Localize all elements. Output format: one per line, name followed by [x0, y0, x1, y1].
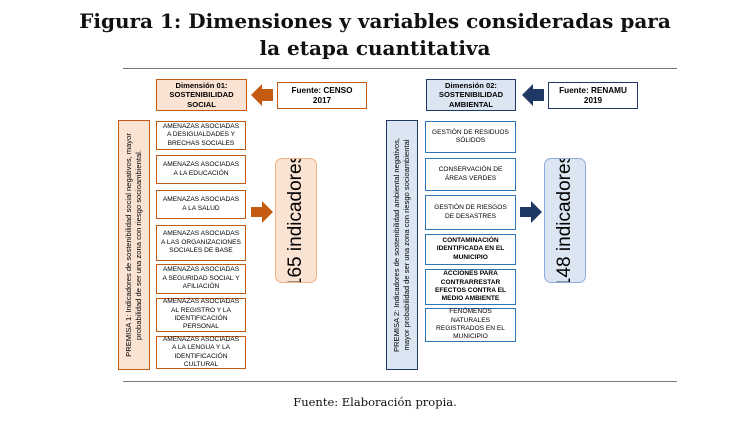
dimension-01-name-line-1: SOSTENIBILIDAD	[169, 90, 234, 100]
environmental-variable-box: FENÓMENOS NATURALES REGISTRADOS EN EL MU…	[425, 308, 516, 342]
social-variable-box: AMENAZAS ASOCIADAS AL REGISTRO Y LA IDEN…	[156, 298, 246, 332]
social-variable-box: AMENAZAS ASOCIADAS A LAS ORGANIZACIONES …	[156, 225, 246, 261]
dimension-01-box: Dimensión 01: SOSTENIBILIDAD SOCIAL	[156, 79, 247, 111]
environmental-variable-box: CONSERVACIÓN DE ÁREAS VERDES	[425, 158, 516, 191]
environmental-variable-label: GESTIÓN DE RIESGOS DE DESASTRES	[434, 204, 507, 220]
right-arrow-icon	[251, 201, 273, 223]
indicator-count-social: 165 indicadores	[275, 158, 317, 283]
left-arrow-icon	[522, 84, 544, 106]
figure-title-line-1: Figura 1: Dimensiones y variables consid…	[79, 9, 671, 33]
left-arrow-icon	[251, 84, 273, 106]
indicator-count-social-label: 165 indicadores	[285, 158, 306, 283]
social-variable-box: AMENAZAS ASOCIADAS A SEGURIDAD SOCIAL Y …	[156, 264, 246, 294]
social-variable-label: AMENAZAS ASOCIADAS A LA EDUCACIÓN	[162, 161, 240, 177]
environmental-variable-box: GESTIÓN DE RESIDUOS SÓLIDOS	[425, 121, 516, 153]
premise-1-text: PREMISA 1: Indicadores de sostenibilidad…	[124, 133, 144, 357]
social-variable-box: AMENAZAS ASOCIADAS A LA LENGUA Y LA IDEN…	[156, 336, 246, 369]
environmental-variable-label: GESTIÓN DE RESIDUOS SÓLIDOS	[432, 128, 509, 144]
premise-2-box: PREMISA 2: Indicadores de sostenibilidad…	[386, 120, 418, 370]
dimension-02-label: Dimensión 02:	[445, 80, 497, 90]
dimension-02-name-line-2: AMBIENTAL	[448, 99, 494, 109]
source-renamu-label-line-1: Fuente: RENAMU	[559, 85, 627, 95]
premise-1-line-1: PREMISA 1: Indicadores de sostenibilidad…	[124, 133, 133, 357]
figure-title: Figura 1: Dimensiones y variables consid…	[0, 8, 750, 62]
dimension-01-label: Dimensión 01:	[175, 80, 228, 90]
figure-title-line-2: la etapa cuantitativa	[259, 36, 491, 60]
source-censo-box: Fuente: CENSO 2017	[277, 82, 367, 109]
social-variable-box: AMENAZAS ASOCIADAS A LA EDUCACIÓN	[156, 155, 246, 184]
environmental-variable-label: CONTAMINACIÓN IDENTIFICADA EN EL MUNICIP…	[436, 236, 505, 261]
top-rule	[123, 68, 677, 69]
bottom-rule	[123, 381, 677, 382]
dimension-02-box: Dimensión 02: SOSTENIBILIDAD AMBIENTAL	[426, 79, 516, 111]
environmental-variable-label: ACCIONES PARA CONTRARRESTAR EFECTOS CONT…	[434, 270, 507, 303]
premise-1-box: PREMISA 1: Indicadores de sostenibilidad…	[118, 120, 150, 370]
premise-1-line-2: probabilidad de ser una zona con riesgo …	[134, 150, 143, 340]
source-renamu-label-line-2: 2019	[583, 95, 603, 105]
social-variable-label: AMENAZAS ASOCIADAS AL REGISTRO Y LA IDEN…	[162, 298, 240, 331]
social-variable-label: AMENAZAS ASOCIADAS A LA LENGUA Y LA IDEN…	[162, 335, 240, 368]
social-variable-box: AMENAZAS ASOCIADAS A LA SALUD	[156, 190, 246, 219]
environmental-variable-box: CONTAMINACIÓN IDENTIFICADA EN EL MUNICIP…	[425, 234, 516, 265]
source-renamu-box: Fuente: RENAMU 2019	[548, 82, 638, 109]
environmental-variable-box: ACCIONES PARA CONTRARRESTAR EFECTOS CONT…	[425, 269, 516, 305]
premise-2-text: PREMISA 2: Indicadores de sostenibilidad…	[392, 138, 412, 352]
social-variable-box: AMENAZAS ASOCIADAS A DESIGUALDADES Y BRE…	[156, 121, 246, 150]
social-variable-label: AMENAZAS ASOCIADAS A SEGURIDAD SOCIAL Y …	[162, 266, 240, 291]
source-censo-label: Fuente: CENSO 2017	[291, 85, 353, 105]
right-arrow-icon	[520, 201, 542, 223]
social-variable-label: AMENAZAS ASOCIADAS A DESIGUALDADES Y BRE…	[162, 122, 240, 147]
dimension-01-name-line-2: SOCIAL	[187, 99, 216, 109]
premise-2-line-1: PREMISA 2: Indicadores de sostenibilidad…	[392, 137, 401, 353]
dimension-02-name-line-1: SOSTENIBILIDAD	[438, 90, 504, 100]
social-variable-label: AMENAZAS ASOCIADAS A LA SALUD	[162, 196, 240, 212]
social-variable-label: AMENAZAS ASOCIADAS A LAS ORGANIZACIONES …	[161, 230, 241, 255]
indicator-count-environmental-label: 148 indicadores	[554, 158, 575, 283]
environmental-variable-label: CONSERVACIÓN DE ÁREAS VERDES	[438, 166, 503, 182]
premise-2-line-2: mayor probabilidad de ser una zona con r…	[402, 139, 411, 351]
environmental-variable-label: FENÓMENOS NATURALES REGISTRADOS EN EL MU…	[436, 308, 505, 341]
environmental-variable-box: GESTIÓN DE RIESGOS DE DESASTRES	[425, 195, 516, 230]
indicator-count-environmental: 148 indicadores	[544, 158, 586, 283]
figure-source-note: Fuente: Elaboración propia.	[293, 395, 457, 409]
